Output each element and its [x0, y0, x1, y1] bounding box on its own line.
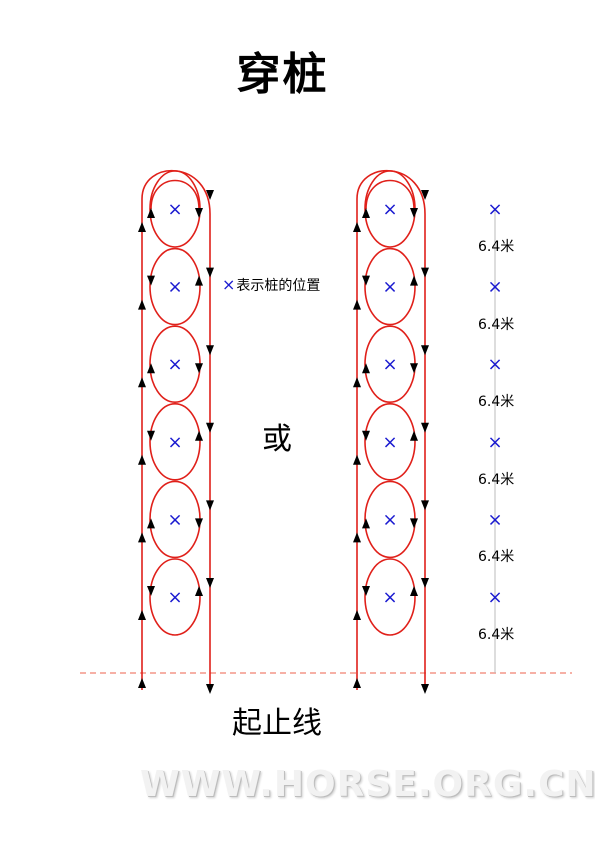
arrow-down-icon	[421, 190, 429, 200]
arrow-down-icon	[206, 422, 214, 433]
pole-marker-icon: ×	[487, 432, 502, 453]
arrow-down-icon	[421, 345, 429, 356]
watermark: WWW.HORSE.ORG.CN	[140, 764, 595, 805]
loop-path	[364, 558, 416, 636]
pole-marker-icon: ×	[487, 277, 502, 298]
arrow-down-icon	[421, 422, 429, 433]
arrow-down-icon	[147, 275, 155, 286]
pole-marker-icon: ×	[382, 277, 397, 298]
pole-marker-icon: ×	[167, 509, 182, 530]
arrow-up-icon	[138, 610, 146, 620]
arrow-up-icon	[353, 532, 361, 543]
arrow-down-icon	[147, 430, 155, 441]
pole-marker-icon: ×	[487, 199, 502, 220]
arrow-down-icon	[421, 267, 429, 278]
spacing-label: 6.4米	[478, 627, 515, 643]
arrow-up-icon	[362, 518, 370, 529]
pattern-right: × × × × × ×	[356, 169, 426, 690]
spacing-label: 6.4米	[478, 394, 515, 411]
arrow-down-icon	[147, 586, 155, 596]
arrow-up-icon	[147, 208, 155, 218]
arrow-up-icon	[138, 377, 146, 388]
pole-marker-icon: ×	[167, 277, 182, 298]
pole-marker-icon: ×	[487, 509, 502, 530]
arrow-down-icon	[410, 208, 418, 218]
arrow-up-icon	[410, 275, 418, 286]
arrow-down-icon	[206, 578, 214, 588]
pole-marker-icon: ×	[382, 199, 397, 220]
pole-marker-icon: ×	[382, 587, 397, 608]
arrow-up-icon	[195, 586, 203, 596]
start-line-label: 起止线	[232, 706, 322, 741]
pole-marker-icon: ×	[487, 587, 502, 608]
arrow-up-icon	[410, 586, 418, 596]
arrow-down-icon	[410, 518, 418, 529]
pole-marker-icon: ×	[382, 432, 397, 453]
loop-path	[364, 402, 416, 481]
pole-marker-icon: ×	[167, 354, 182, 375]
pole-marker-icon: ×	[487, 354, 502, 375]
or-label: 或	[262, 422, 292, 457]
pole-marker-icon: ×	[167, 199, 182, 220]
arrow-up-icon	[362, 363, 370, 374]
loop-path	[364, 247, 416, 326]
arrow-up-icon	[353, 610, 361, 620]
arrow-up-icon	[195, 430, 203, 441]
diagram-title: 穿桩	[236, 49, 329, 100]
arrow-down-icon	[206, 345, 214, 356]
arrow-down-icon	[362, 586, 370, 596]
top-arc-outer	[141, 169, 211, 215]
top-arc-inner	[150, 179, 200, 210]
arrow-down-icon	[421, 684, 429, 694]
arrow-up-icon	[353, 222, 361, 232]
arrow-up-icon	[138, 222, 146, 232]
pole-marker-icon: ×	[167, 587, 182, 608]
legend: ×表示桩的位置	[222, 275, 320, 295]
top-arc-outer	[356, 169, 426, 215]
arrow-up-icon	[138, 454, 146, 465]
spacing-label: 6.4米	[478, 316, 515, 333]
arrow-down-icon	[206, 500, 214, 511]
spacing-label: 6.4米	[478, 549, 515, 566]
spacing-label: 6.4米	[478, 239, 515, 255]
pattern-left: × × × × × ×	[141, 169, 211, 690]
arrow-up-icon	[353, 299, 361, 310]
arrow-down-icon	[362, 430, 370, 441]
arrow-up-icon	[410, 430, 418, 441]
arrow-down-icon	[206, 684, 214, 694]
arrow-down-icon	[421, 578, 429, 588]
arrow-up-icon	[138, 678, 146, 688]
arrow-down-icon	[195, 363, 203, 374]
arrow-up-icon	[195, 275, 203, 286]
arrow-down-icon	[195, 518, 203, 529]
top-arc-inner	[365, 179, 415, 210]
distance-ruler: × × × × × ×	[487, 199, 503, 673]
arrow-up-icon	[353, 377, 361, 388]
loop-path	[149, 558, 201, 636]
arrow-up-icon	[353, 678, 361, 688]
loop-path	[149, 247, 201, 326]
arrow-down-icon	[362, 275, 370, 286]
arrow-down-icon	[421, 500, 429, 511]
direction-arrows	[138, 190, 429, 694]
pole-marker-icon: ×	[167, 432, 182, 453]
arrow-up-icon	[138, 299, 146, 310]
legend-text: 表示桩的位置	[236, 278, 321, 294]
pole-marker-icon: ×	[382, 509, 397, 530]
arrow-down-icon	[206, 267, 214, 278]
arrow-up-icon	[362, 208, 370, 218]
arrow-down-icon	[206, 190, 214, 200]
arrow-up-icon	[147, 518, 155, 529]
pole-marker-icon: ×	[382, 354, 397, 375]
arrow-up-icon	[353, 454, 361, 465]
arrow-down-icon	[410, 363, 418, 374]
arrow-up-icon	[138, 532, 146, 543]
arrow-down-icon	[195, 208, 203, 218]
spacing-label: 6.4米	[478, 471, 515, 488]
pole-marker-icon: ×	[222, 275, 236, 294]
loop-path	[149, 402, 201, 481]
arrow-up-icon	[147, 363, 155, 374]
